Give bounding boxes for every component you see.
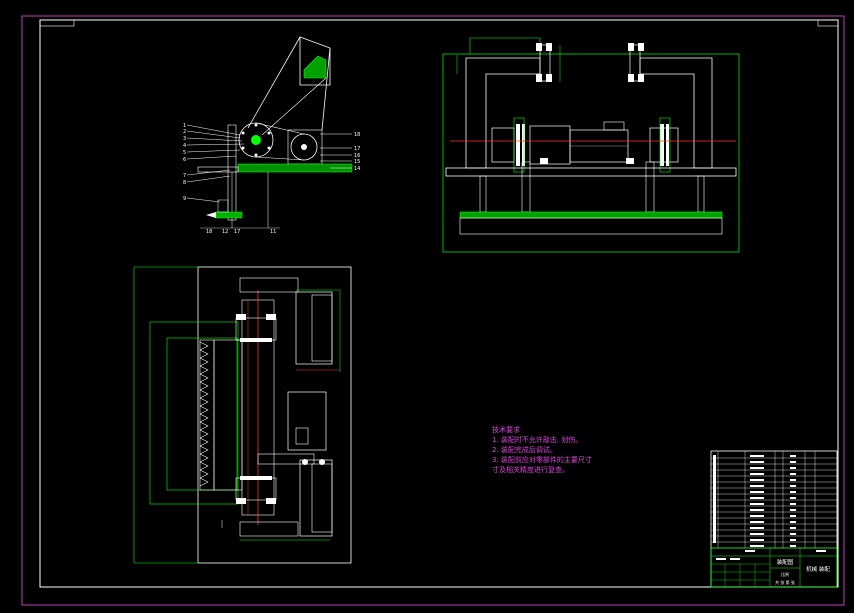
tech-req-heading: 技术要求	[492, 426, 520, 434]
callout-7: 7	[183, 173, 186, 179]
side-view	[442, 37, 740, 253]
title-school: 机械 装配	[806, 565, 830, 573]
front-view: 1 2 3 4 5 6 7 8 9 18 17 16 15 14 18 12 1…	[183, 36, 360, 235]
bottom-label-11: 11	[270, 229, 276, 235]
callout-17: 17	[354, 146, 360, 152]
callout-8: 8	[183, 180, 186, 186]
callout-3: 3	[183, 136, 186, 142]
bottom-label-18: 18	[206, 229, 212, 235]
title-sheet-label: 共 张 第 张	[775, 579, 795, 585]
title-block: 装配图 机械 装配 比例 共 张 第 张	[710, 450, 838, 588]
tech-req-line-4: 寸及相关精度进行复查。	[492, 466, 569, 474]
corner-tab-tr	[817, 19, 839, 27]
callout-2: 2	[183, 129, 186, 135]
tech-req-line-1: 1. 装配时不允许敲击, 划伤。	[492, 436, 583, 444]
callout-4: 4	[183, 143, 186, 149]
tech-req-line-3: 3. 装配前应对零部件的主要尺寸	[492, 456, 592, 464]
callout-6: 6	[183, 157, 186, 163]
title-drawing-name: 装配图	[777, 558, 794, 566]
callout-15: 15	[354, 159, 360, 165]
top-view	[133, 266, 352, 564]
callout-16: 16	[354, 153, 360, 159]
tech-req-line-2: 2. 装配完成后调试。	[492, 446, 557, 454]
callout-18: 18	[354, 132, 360, 138]
callout-5: 5	[183, 150, 186, 156]
callout-14: 14	[354, 166, 360, 172]
callout-1: 1	[183, 123, 186, 129]
corner-tab-tl	[39, 19, 75, 27]
outer-border	[21, 15, 845, 606]
title-scale-label: 比例	[781, 571, 789, 577]
bottom-label-12: 12	[222, 229, 228, 235]
callout-9: 9	[183, 196, 186, 202]
bottom-label-17: 17	[234, 229, 240, 235]
technical-requirements: 技术要求 1. 装配时不允许敲击, 划伤。 2. 装配完成后调试。 3. 装配前…	[492, 425, 592, 475]
inner-frame	[39, 19, 839, 588]
